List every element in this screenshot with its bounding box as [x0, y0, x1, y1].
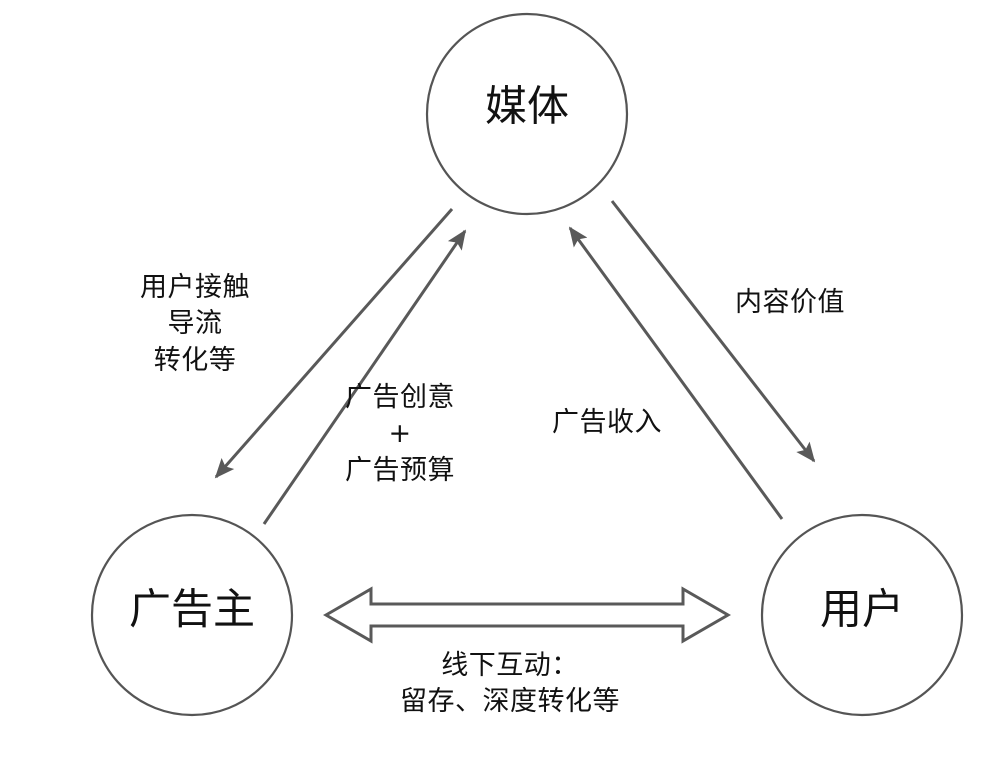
edge-label-creative-line3: 广告预算	[345, 454, 455, 486]
edge-label-content-value: 内容价值	[735, 285, 845, 321]
edge-label-ad-revenue: 广告收入	[552, 405, 662, 441]
edge-label-creative-budget: 广告创意 + 广告预算	[345, 380, 455, 489]
edge-label-creative-line1: 广告创意	[345, 382, 455, 413]
edge-label-user-contact-line3: 转化等	[153, 344, 237, 376]
edge-media-to-advertiser	[214, 208, 454, 479]
node-advertiser[interactable]	[90, 513, 294, 717]
edge-label-ad-revenue-text: 广告收入	[552, 407, 662, 438]
node-advertiser-label: 广告主	[129, 585, 255, 634]
node-user-label: 用户	[820, 585, 904, 634]
edge-label-user-contact-line2: 导流	[167, 308, 223, 340]
edge-media-to-user	[610, 200, 816, 463]
edge-label-content-value-text: 内容价值	[735, 287, 845, 318]
edge-label-user-contact-line1: 用户接触	[140, 272, 250, 303]
node-user[interactable]	[760, 513, 964, 717]
edge-label-offline-line1: 线下互动：	[441, 650, 579, 681]
edge-label-creative-line2: +	[388, 418, 412, 450]
edge-label-offline-interaction: 线下互动： 留存、深度转化等	[370, 648, 650, 721]
node-media[interactable]	[425, 12, 629, 216]
node-media-label: 媒体	[485, 82, 569, 131]
edge-label-offline-line2: 留存、深度转化等	[400, 686, 620, 718]
edge-user-to-media	[568, 226, 784, 520]
edge-advertiser-to-media	[262, 229, 467, 525]
edge-label-user-contact: 用户接触 导流 转化等	[140, 270, 250, 379]
edge-advertiser-user-bidirectional	[323, 586, 731, 644]
